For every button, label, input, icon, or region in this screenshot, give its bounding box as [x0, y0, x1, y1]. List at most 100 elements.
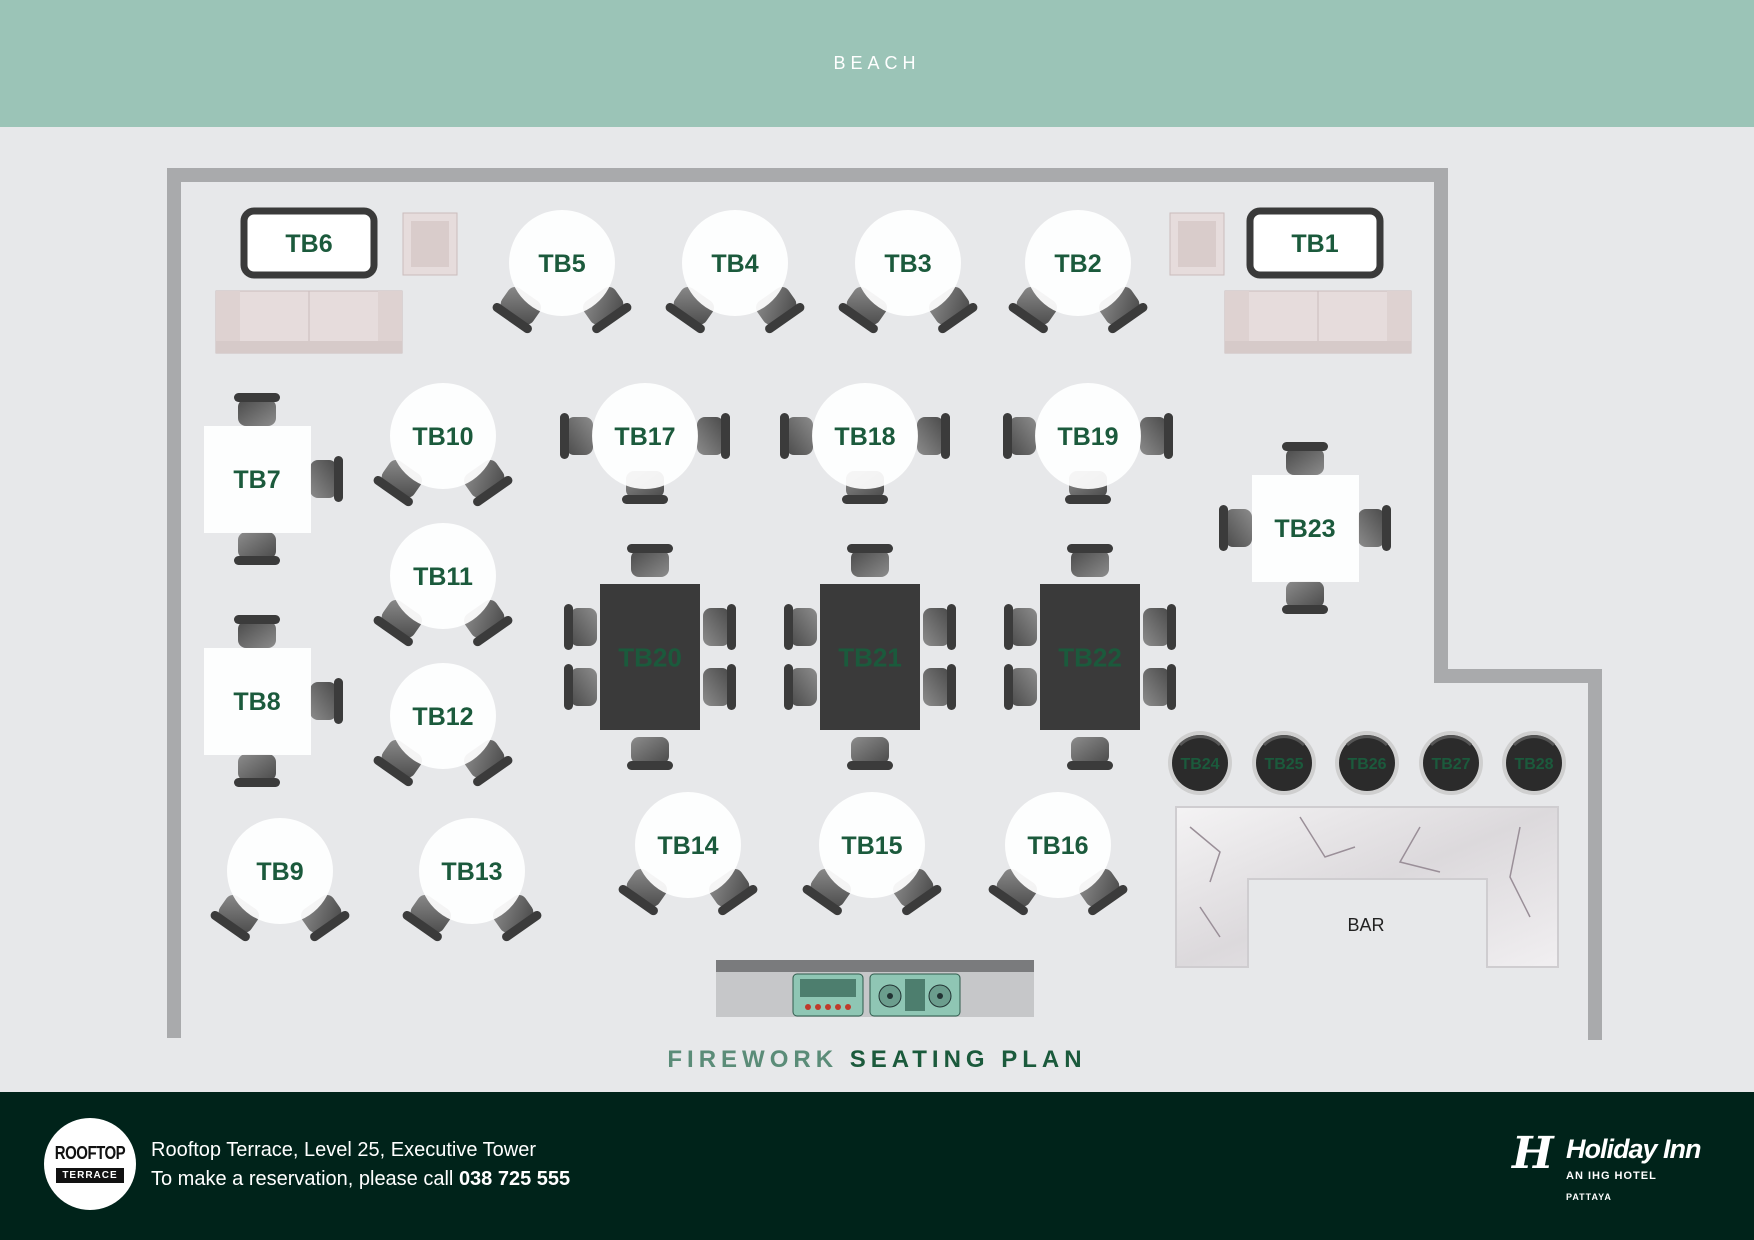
chair-icon — [697, 413, 730, 459]
chair-icon — [923, 664, 956, 710]
bar-label: BAR — [1347, 915, 1384, 935]
chair-icon — [627, 737, 673, 770]
table-label-tb25: TB25 — [1264, 756, 1303, 773]
table-label-tb6: TB6 — [285, 230, 332, 258]
table-label-tb1: TB1 — [1291, 230, 1338, 258]
table-tb14[interactable] — [635, 792, 741, 898]
table-label-tb17: TB17 — [614, 423, 675, 451]
table-label-tb20: TB20 — [618, 642, 682, 672]
table-tb5[interactable] — [509, 210, 615, 316]
brand-name: Holiday Inn — [1566, 1134, 1702, 1164]
chair-icon — [847, 544, 893, 577]
table-label-tb5: TB5 — [538, 250, 585, 278]
chair-icon — [1143, 664, 1176, 710]
table-tb2[interactable] — [1025, 210, 1131, 316]
chair-icon — [234, 615, 280, 648]
table-label-tb2: TB2 — [1054, 250, 1101, 278]
brand-city: PATTAYA — [1566, 1192, 1612, 1202]
plan-title-part2: SEATING PLAN — [849, 1046, 1087, 1073]
footer: ROOFTOP TERRACE Rooftop Terrace, Level 2… — [0, 1092, 1754, 1240]
table-tb17[interactable] — [592, 383, 698, 489]
table-label-tb26: TB26 — [1347, 756, 1386, 773]
table-tb12[interactable] — [390, 663, 496, 769]
table-tb9[interactable] — [227, 818, 333, 924]
table-tb16[interactable] — [1005, 792, 1111, 898]
sofa — [1224, 290, 1412, 354]
table-label-tb23: TB23 — [1274, 515, 1335, 543]
table-tb20[interactable] — [600, 584, 700, 730]
table-label-tb8: TB8 — [233, 688, 280, 716]
chair-icon — [560, 413, 593, 459]
chair-icon — [1358, 505, 1391, 551]
table-label-tb22: TB22 — [1058, 642, 1122, 672]
chair-icon — [564, 604, 597, 650]
address-text: Rooftop Terrace, Level 25, Executive Tow… — [151, 1139, 537, 1161]
brand-sub: AN IHG HOTEL — [1566, 1170, 1657, 1182]
table-tb10[interactable] — [390, 383, 496, 489]
chair-icon — [917, 413, 950, 459]
chair-icon — [310, 678, 343, 724]
table-label-tb21: TB21 — [838, 642, 902, 672]
table-tb7[interactable] — [204, 426, 311, 533]
table-tb3[interactable] — [855, 210, 961, 316]
chair-icon — [1067, 737, 1113, 770]
table-label-tb7: TB7 — [233, 466, 280, 494]
table-label-tb9: TB9 — [256, 858, 303, 886]
table-tb1[interactable] — [1246, 207, 1384, 279]
table-tb19[interactable] — [1035, 383, 1141, 489]
logo-line1: ROOFTOP — [54, 1142, 126, 1165]
chair-icon — [564, 664, 597, 710]
table-tb18[interactable] — [812, 383, 918, 489]
table-tb22[interactable] — [1040, 584, 1140, 730]
armchair — [402, 212, 458, 276]
table-label-tb14: TB14 — [657, 832, 718, 860]
chair-icon — [1282, 581, 1328, 614]
table-label-tb4: TB4 — [711, 250, 758, 278]
plan-title: FIREWORK SEATING PLAN — [0, 1046, 1754, 1074]
plan-title-part1: FIREWORK — [667, 1046, 839, 1073]
chair-icon — [784, 664, 817, 710]
table-tb21[interactable] — [820, 584, 920, 730]
chair-icon — [1219, 505, 1252, 551]
phone-number[interactable]: 038 725 555 — [458, 1168, 571, 1190]
chair-icon — [234, 532, 280, 565]
wall — [167, 168, 1602, 1040]
sofa — [215, 290, 403, 354]
table-label-tb24: TB24 — [1180, 756, 1219, 773]
table-tb4[interactable] — [682, 210, 788, 316]
table-label-tb11: TB11 — [413, 563, 473, 591]
table-label-tb15: TB15 — [841, 832, 902, 860]
table-tb23[interactable] — [1252, 475, 1359, 582]
bar-counter: BAR — [1175, 806, 1559, 968]
table-label-tb3: TB3 — [884, 250, 931, 278]
beach-banner: BEACH — [0, 0, 1754, 127]
chair-icon — [1004, 604, 1037, 650]
beach-label: BEACH — [833, 53, 921, 73]
address-block: Rooftop Terrace, Level 25, Executive Tow… — [151, 1136, 570, 1194]
logo-line2: TERRACE — [56, 1168, 124, 1183]
chair-icon — [234, 754, 280, 787]
rooftop-terrace-logo: ROOFTOP TERRACE — [44, 1118, 136, 1210]
chair-icon — [310, 456, 343, 502]
table-tb6[interactable] — [240, 207, 378, 279]
chair-icon — [784, 604, 817, 650]
table-tb11[interactable] — [390, 523, 496, 629]
chair-icon — [1143, 604, 1176, 650]
chair-icon — [923, 604, 956, 650]
chair-icon — [1140, 413, 1173, 459]
chair-icon — [847, 737, 893, 770]
armchair — [1169, 212, 1225, 276]
chair-icon — [234, 393, 280, 426]
table-label-tb18: TB18 — [834, 423, 895, 451]
chair-icon — [703, 664, 736, 710]
chair-icon — [627, 544, 673, 577]
table-label-tb13: TB13 — [441, 858, 502, 886]
table-tb15[interactable] — [819, 792, 925, 898]
reservation-line: To make a reservation, please call 038 7… — [151, 1165, 570, 1194]
table-label-tb27: TB27 — [1431, 756, 1470, 773]
table-label-tb16: TB16 — [1027, 832, 1088, 860]
table-tb13[interactable] — [419, 818, 525, 924]
table-tb8[interactable] — [204, 648, 311, 755]
chair-icon — [1003, 413, 1036, 459]
